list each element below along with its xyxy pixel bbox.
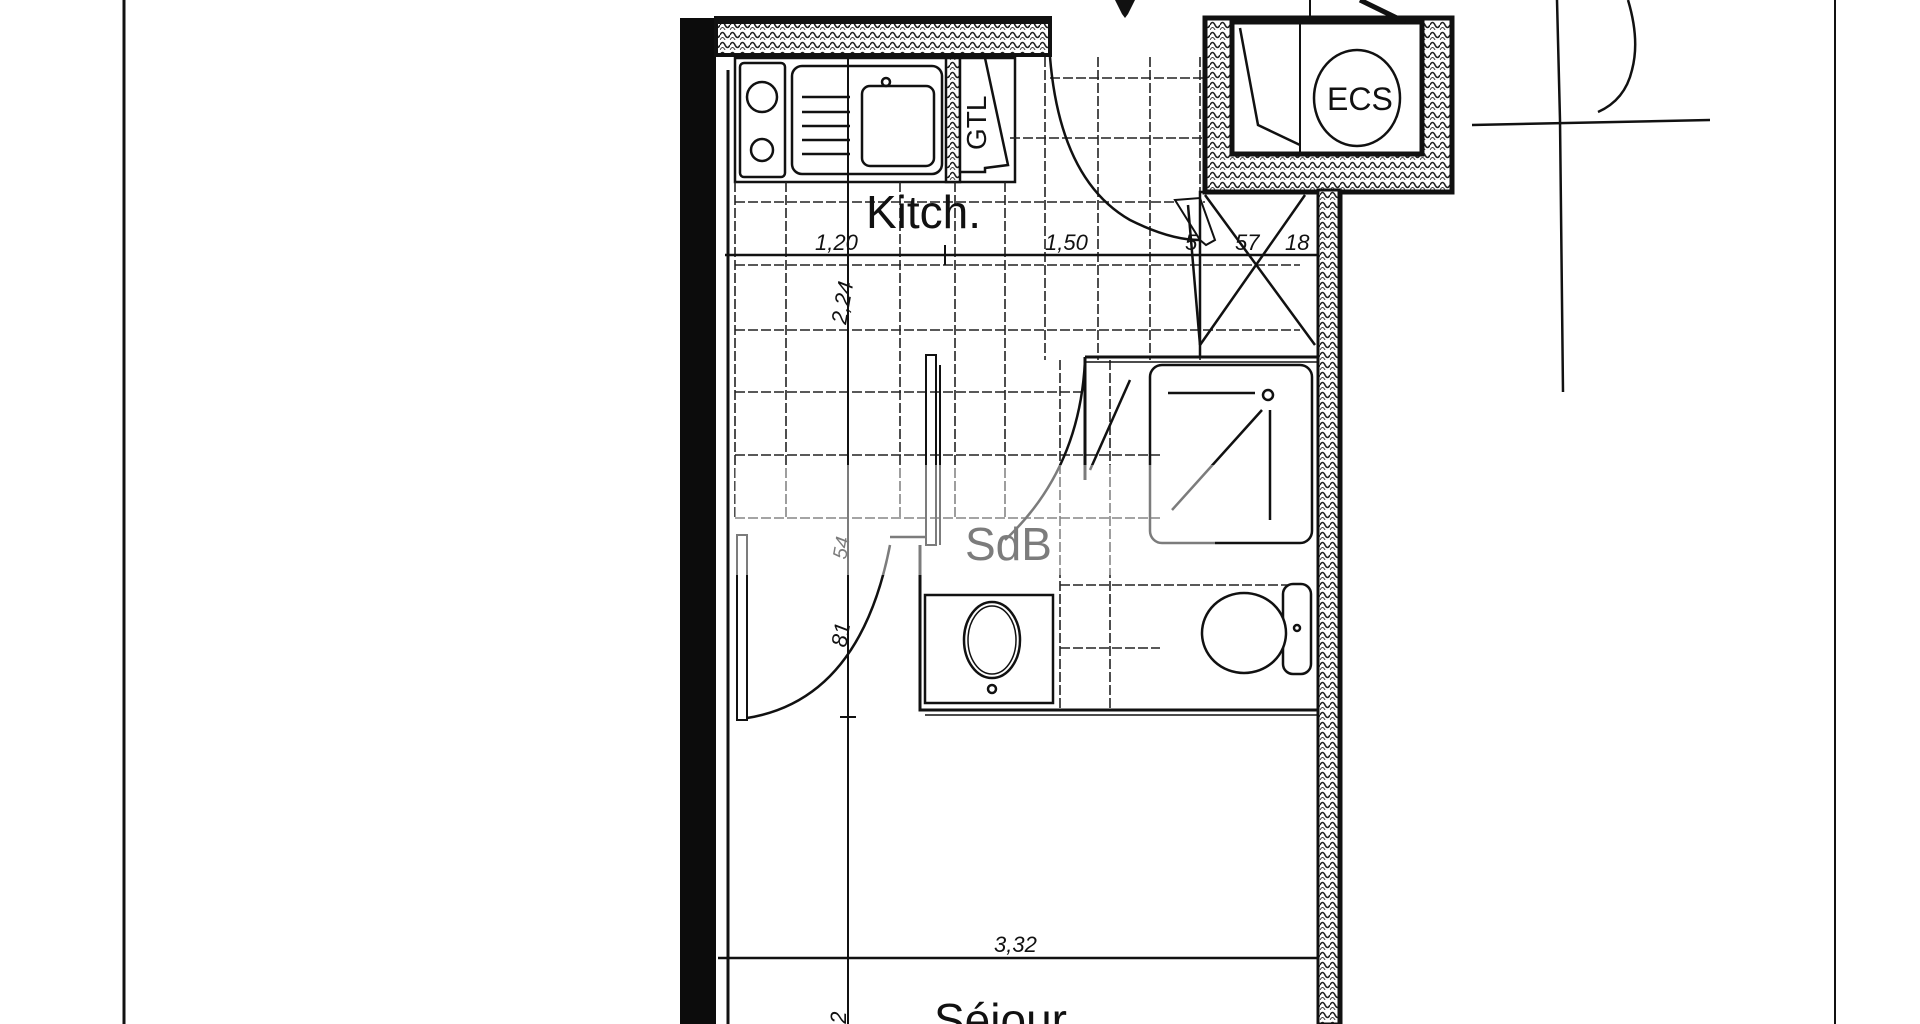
cooktop xyxy=(738,61,787,179)
cupboard-door-leaf xyxy=(736,534,748,721)
dimension-small-c: 18 xyxy=(1285,230,1310,255)
water-heater-label: ECS xyxy=(1327,81,1393,117)
dimension-small-a: 5 xyxy=(1185,230,1198,255)
tile-grid xyxy=(734,57,1300,710)
bathroom-door-swing xyxy=(1004,359,1087,541)
dimension-door-a: 54 xyxy=(829,535,855,561)
room-label-kitchen: Kitch. xyxy=(866,186,981,238)
kitchen-counter xyxy=(733,56,1017,184)
wall-top xyxy=(714,16,1052,57)
toilet xyxy=(1200,582,1313,676)
room-label-bathroom: SdB xyxy=(965,518,1052,570)
gtl-label: GTL xyxy=(961,96,992,150)
wall-right xyxy=(1316,188,1342,1024)
entrance-arrow-icon xyxy=(1115,0,1135,18)
dimension-living-width: 3,32 xyxy=(994,932,1037,957)
door-leaf xyxy=(1173,196,1217,247)
burner-small-icon xyxy=(749,137,775,163)
gtl-panel: GTL xyxy=(958,56,1010,174)
bathroom-door-leaf xyxy=(1088,379,1132,471)
sink xyxy=(790,64,944,176)
kitchen-door-swing xyxy=(1048,56,1201,242)
dimension-living-depth: 02 xyxy=(826,1012,851,1024)
washbasin xyxy=(923,593,1055,705)
dimension-hall-width: 1,50 xyxy=(1045,230,1089,255)
water-heater-icon xyxy=(1312,48,1402,148)
dimension-small-b: 57 xyxy=(1235,230,1260,255)
dimension-kitchen-width: 1,20 xyxy=(815,230,859,255)
shower-tray xyxy=(1148,363,1314,545)
wall-left-facade xyxy=(680,18,716,1024)
room-label-living: Séjour xyxy=(934,994,1067,1024)
tap-icon xyxy=(880,76,892,88)
cupboard-door-swing xyxy=(746,544,892,720)
watermark xyxy=(735,465,1215,575)
dimension-kitchen-depth: 2,24 xyxy=(826,279,858,327)
dimension-door-b: 81 xyxy=(826,620,855,648)
handwritten-mark xyxy=(1471,0,1711,393)
ecs-cupboard: ECS xyxy=(1202,0,1455,195)
bathroom-walls xyxy=(918,354,1318,716)
burner-large-icon xyxy=(745,80,779,114)
